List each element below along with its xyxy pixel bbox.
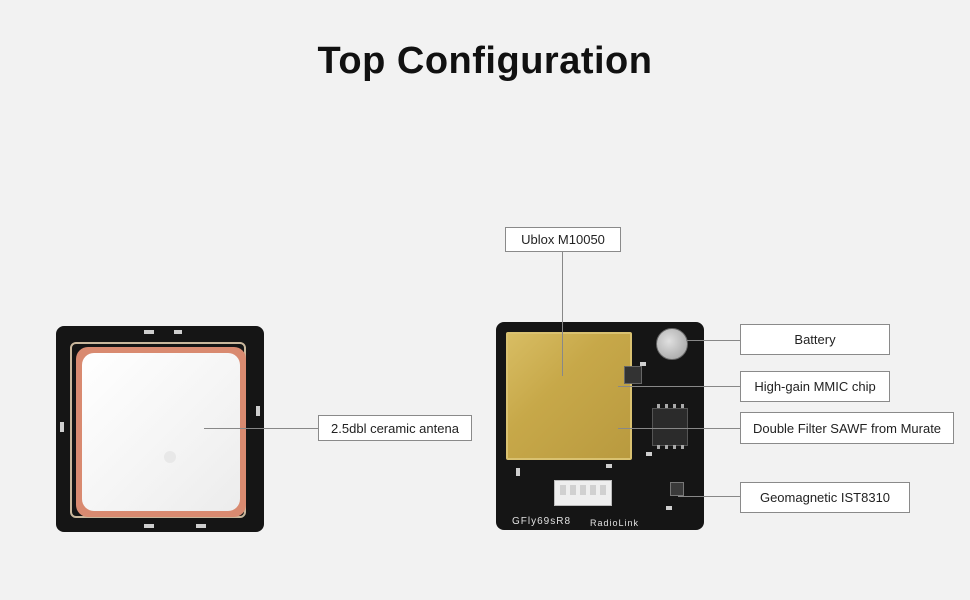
antenna-label: 2.5dbl ceramic antena	[318, 415, 472, 441]
connector-slot	[570, 485, 576, 495]
smd-component	[174, 330, 182, 334]
chip-pin	[681, 404, 684, 408]
mmic-leader-line	[618, 386, 740, 387]
page-title: Top Configuration	[317, 40, 653, 82]
ublox-leader-line	[562, 250, 563, 376]
smd-component	[196, 524, 206, 528]
chip-pin	[665, 404, 668, 408]
smd-component	[606, 464, 612, 468]
saw-leader-line	[618, 428, 740, 429]
mmic-chip	[624, 366, 642, 384]
smd-component	[60, 422, 64, 432]
smd-component	[666, 506, 672, 510]
battery-leader-line	[686, 340, 740, 341]
magnetometer-chip	[670, 482, 684, 496]
backup-battery	[656, 328, 688, 360]
smd-component	[516, 468, 520, 476]
smd-component	[646, 452, 652, 456]
chip-pin	[673, 404, 676, 408]
chip-pin	[681, 445, 684, 449]
saw-label: Double Filter SAWF from Murate	[740, 412, 954, 444]
connector-slot	[600, 485, 606, 495]
jst-connector	[554, 480, 612, 506]
antenna-leader-line	[204, 428, 318, 429]
chip-pin	[657, 404, 660, 408]
chip-pin	[673, 445, 676, 449]
smd-component	[144, 524, 154, 528]
antenna-feed-point	[164, 451, 176, 463]
gps-antenna-board	[56, 326, 264, 532]
chip-pin	[665, 445, 668, 449]
gps-component-board: GFly69sR8 RadioLink	[496, 322, 704, 530]
geo-leader-line	[678, 496, 740, 497]
ublox-label: Ublox M10050	[505, 227, 621, 252]
board-brand-silkscreen: RadioLink	[590, 518, 640, 528]
battery-label: Battery	[740, 324, 890, 355]
board-model-silkscreen: GFly69sR8	[512, 516, 572, 527]
connector-slot	[560, 485, 566, 495]
smd-component	[144, 330, 154, 334]
chip-pin	[657, 445, 660, 449]
ceramic-antenna	[76, 347, 246, 517]
rf-shield-can	[506, 332, 632, 460]
connector-slot	[580, 485, 586, 495]
smd-component	[640, 362, 646, 366]
smd-component	[256, 406, 260, 416]
geo-label: Geomagnetic IST8310	[740, 482, 910, 513]
antenna-surface	[82, 353, 240, 511]
connector-slot	[590, 485, 596, 495]
saw-filter-chip	[652, 404, 688, 449]
mmic-label: High-gain MMIC chip	[740, 371, 890, 402]
